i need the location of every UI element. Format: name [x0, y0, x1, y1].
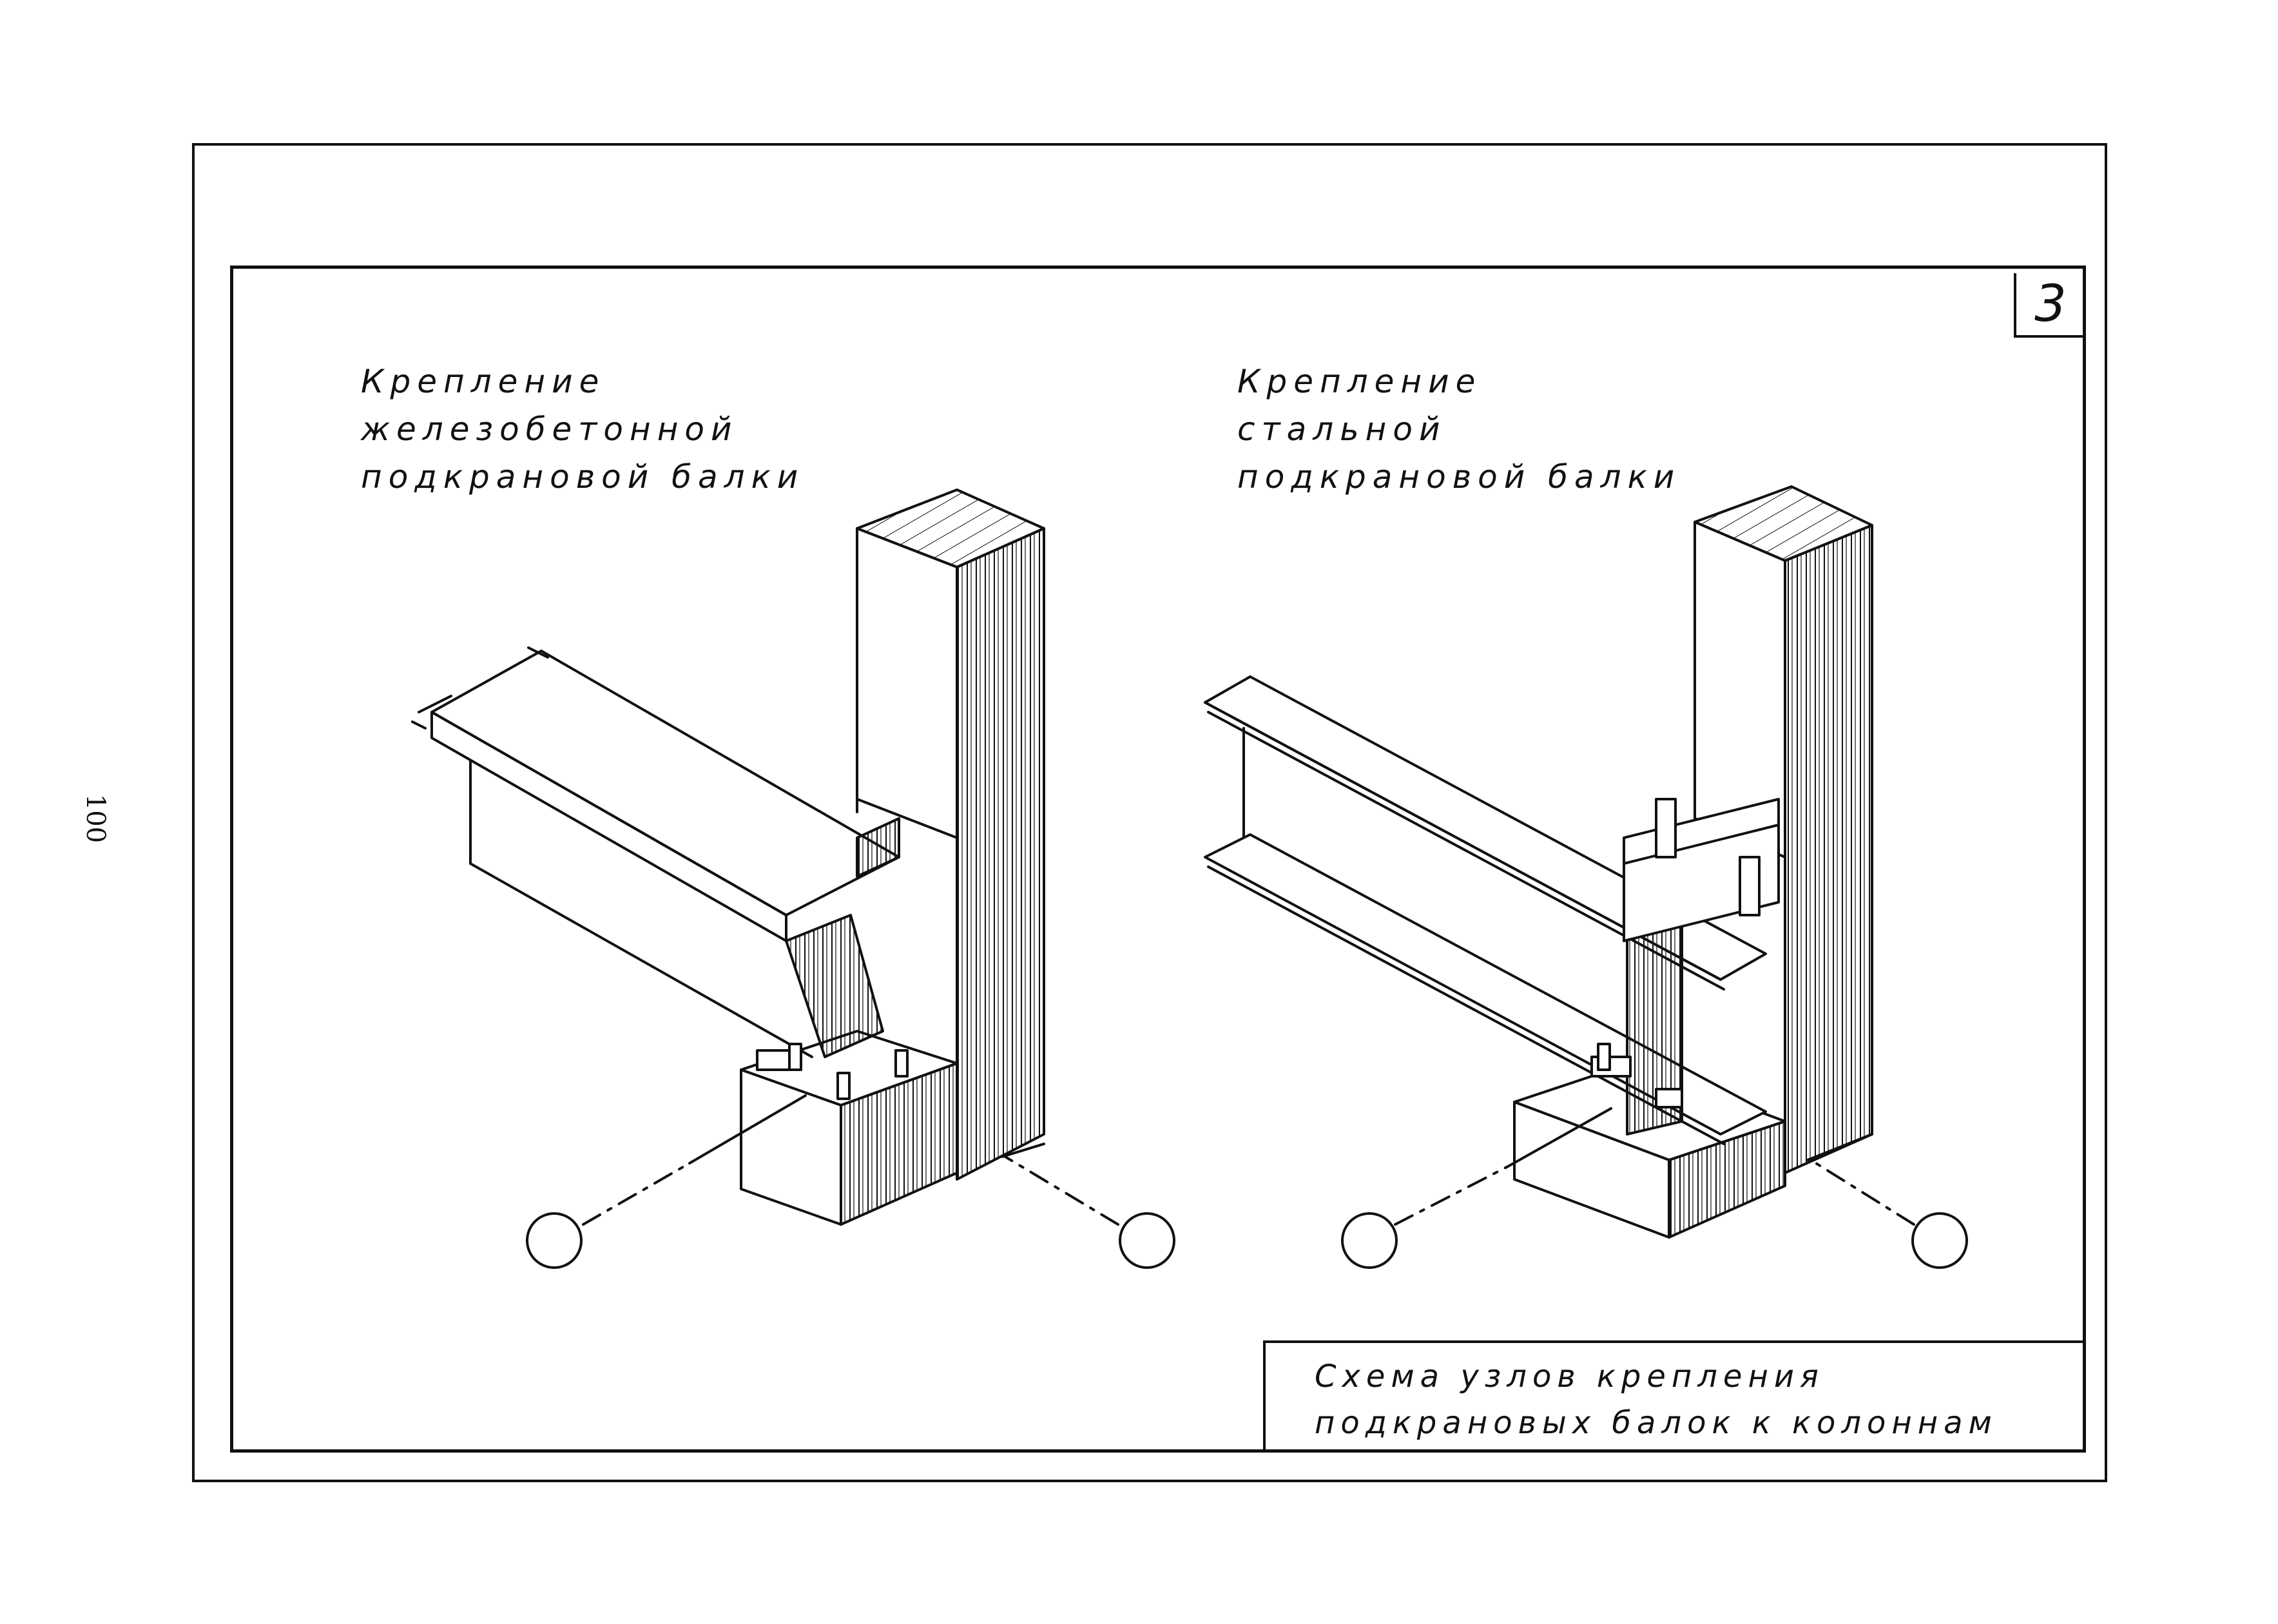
- drawing-caption: Схема узлов крепления подкрановых балок …: [1315, 1353, 1998, 1446]
- right-column-console: [1513, 1062, 1786, 1239]
- outer-frame: [192, 143, 2107, 1482]
- right-detail-title: Крепление стальной подкрановой балки: [1237, 358, 1681, 501]
- drawing-frame: [230, 266, 2086, 1453]
- caption-box: [1263, 1340, 2086, 1453]
- left-axis-markers: [526, 1094, 1175, 1269]
- sheet-number: 3: [2014, 273, 2085, 338]
- right-axis-markers: [1341, 1107, 1968, 1269]
- caption-line-2: подкрановых балок к колоннам: [1315, 1405, 1998, 1441]
- left-column: [856, 488, 1045, 1181]
- right-title-line-2: стальной: [1237, 411, 1447, 448]
- right-anchor-bolts: [1590, 1043, 1683, 1108]
- left-title-line-1: Крепление: [361, 363, 606, 400]
- left-column-console: [740, 1030, 958, 1226]
- left-anchor-bolts: [756, 1043, 909, 1100]
- caption-line-1: Схема узлов крепления: [1315, 1358, 1824, 1395]
- right-steel-beam: [1204, 675, 1780, 1145]
- left-rc-beam: [411, 646, 900, 1058]
- right-title-line-3: подкрановой балки: [1237, 458, 1681, 496]
- left-title-line-3: подкрановой балки: [361, 458, 805, 496]
- right-title-line-1: Крепление: [1237, 363, 1482, 400]
- right-column: [1694, 485, 1873, 1174]
- left-detail-title: Крепление железобетонной подкрановой бал…: [361, 358, 804, 501]
- left-title-line-2: железобетонной: [361, 411, 738, 448]
